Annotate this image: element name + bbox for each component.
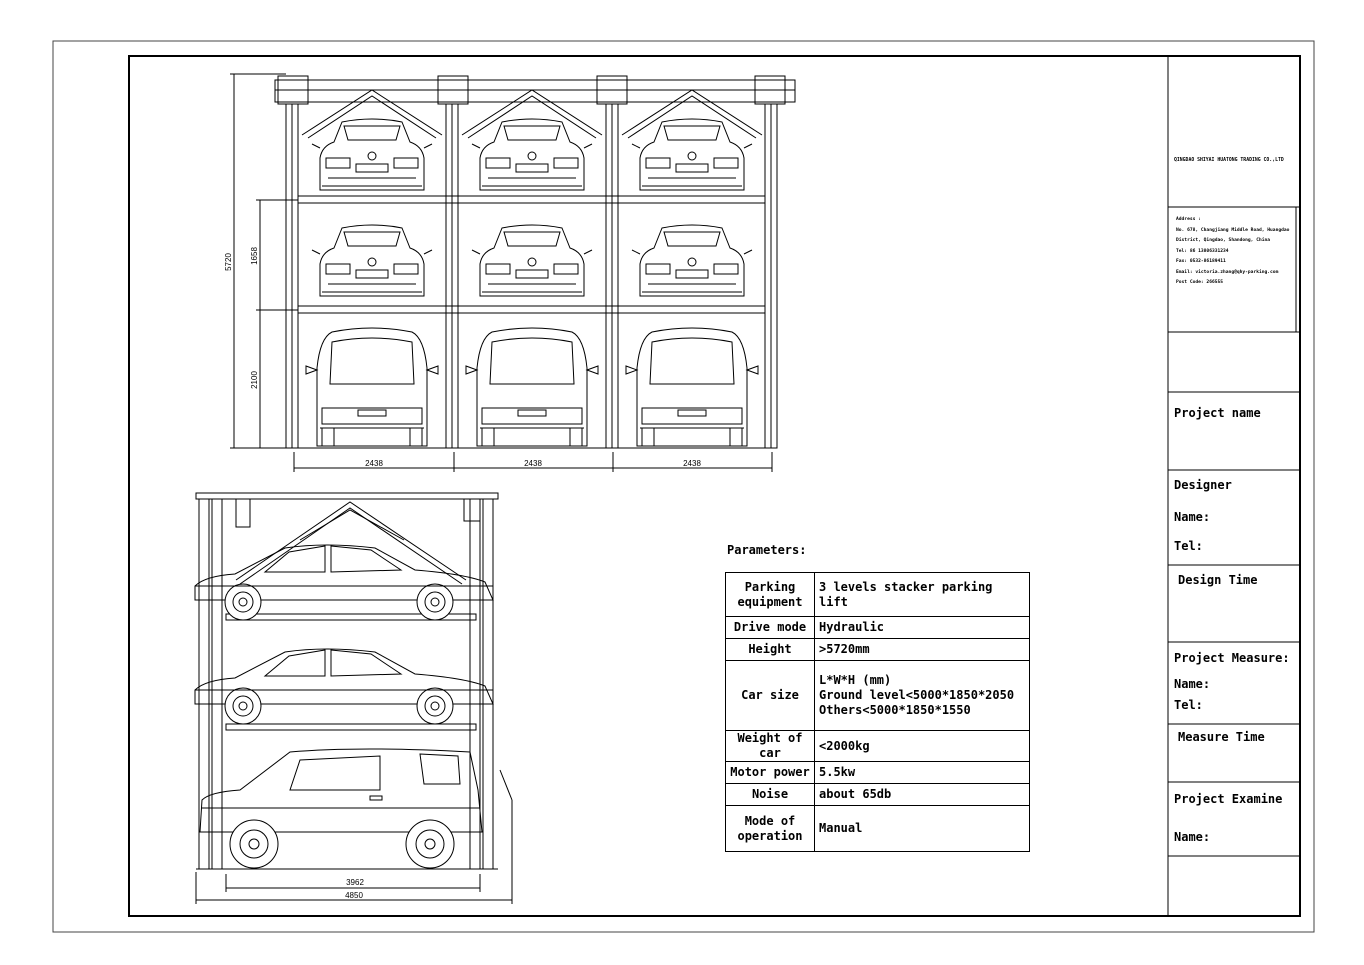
address-line: Post Code: 266555 xyxy=(1176,280,1224,285)
param-value: about 65db xyxy=(814,783,1030,806)
table-row: Car size L*W*H (mm)Ground level<5000*185… xyxy=(725,660,1030,731)
table-row: Drive mode Hydraulic xyxy=(725,616,1030,639)
project-examine-label: Project Examine xyxy=(1174,792,1283,806)
project-name-label: Project name xyxy=(1174,406,1261,420)
table-row: Height >5720mm xyxy=(725,638,1030,661)
dim-ground-level: 2100 xyxy=(250,371,259,389)
address-line: Fax: 0532-86189411 xyxy=(1176,259,1226,264)
company-address: Address : No. 678, Changjiang Middle Roa… xyxy=(1176,215,1300,289)
param-value: >5720mm xyxy=(814,638,1030,661)
dim-width-2: 2438 xyxy=(524,459,542,468)
param-value: 5.5kw xyxy=(814,761,1030,784)
title-block-grid xyxy=(1167,56,1300,916)
dim-width-1: 2438 xyxy=(365,459,383,468)
dim-upper-level: 1658 xyxy=(250,247,259,265)
dim-total-length: 4850 xyxy=(345,891,363,900)
address-line: Address : xyxy=(1176,217,1201,222)
side-view-cars xyxy=(194,544,494,869)
dim-inner-length: 3962 xyxy=(346,878,364,887)
param-key: Motor power xyxy=(725,761,815,784)
table-row: Noise about 65db xyxy=(725,783,1030,806)
address-line: No. 678, Changjiang Middle Road, Huangda… xyxy=(1176,227,1290,233)
measure-name-label: Name: xyxy=(1174,677,1211,691)
address-line: District, Qingdao, Shandong, China xyxy=(1176,238,1271,243)
param-key: Car size xyxy=(725,660,815,731)
param-value: Manual xyxy=(814,805,1030,852)
front-view-cars xyxy=(305,118,759,447)
drawing-frame xyxy=(128,55,1301,917)
param-value: <2000kg xyxy=(814,730,1030,762)
designer-tel-label: Tel: xyxy=(1174,539,1203,553)
front-view xyxy=(230,73,796,472)
project-measure-label: Project Measure: xyxy=(1174,651,1290,665)
dim-width-3: 2438 xyxy=(683,459,701,468)
param-key: Drive mode xyxy=(725,616,815,639)
measure-tel-label: Tel: xyxy=(1174,698,1203,712)
address-line: Email: victoria.zhang@qhy-parking.com xyxy=(1176,269,1279,275)
sheet-outer-border xyxy=(52,40,1315,933)
dim-total-height: 5720 xyxy=(224,253,233,271)
measure-time-label: Measure Time xyxy=(1178,730,1265,744)
param-key: Weight of car xyxy=(725,730,815,762)
company-name: QINGDAO SHIYAI HUATONG TRADING CO.,LTD xyxy=(1174,158,1284,163)
param-value: Hydraulic xyxy=(814,616,1030,639)
designer-name-label: Name: xyxy=(1174,510,1211,524)
parameters-title: Parameters: xyxy=(727,543,807,557)
param-key: Height xyxy=(725,638,815,661)
param-key: Noise xyxy=(725,783,815,806)
table-row: Weight of car <2000kg xyxy=(725,730,1030,762)
param-value: 3 levels stacker parking lift xyxy=(814,572,1030,617)
examine-name-label: Name: xyxy=(1174,830,1211,844)
table-row: Motor power 5.5kw xyxy=(725,761,1030,784)
address-line: Tel: 86 13806331234 xyxy=(1176,248,1229,254)
designer-label: Designer xyxy=(1174,478,1232,492)
design-time-label: Design Time xyxy=(1178,573,1258,587)
